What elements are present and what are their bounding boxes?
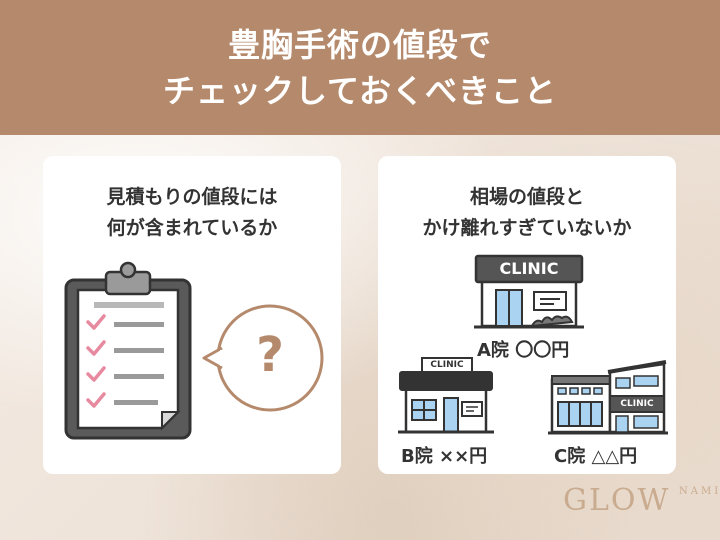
clinic-b-building-icon [398, 357, 494, 434]
estimate-card-title-line-2: 何が含まれているか [106, 217, 278, 239]
price-range-card-title-line-2: かけ離れすぎていないか [422, 217, 632, 239]
header-banner: 豊胸手術の値段で チェックしておくべきこと [0, 0, 720, 135]
logo-sub-text: NAMI [679, 486, 720, 497]
clinic-c-building-icon [548, 360, 668, 435]
clinic-b-price-label: B院 ××円 [401, 446, 488, 467]
speech-bubble-icon [202, 304, 324, 412]
logo-main-text: GLOW [563, 483, 671, 518]
page-title-line-1: 豊胸手術の値段で [227, 25, 492, 64]
estimate-card-title-line-1: 見積もりの値段には [106, 186, 278, 208]
clinic-c-price-label: C院 △△円 [554, 446, 638, 467]
clinic-a-sign-text: CLINIC [499, 259, 559, 278]
clinic-a-building-icon [474, 254, 584, 329]
page-title-line-2: チェックしておくべきこと [162, 71, 558, 110]
clinic-a-price-label: A院 〇〇円 [477, 340, 570, 361]
price-range-card-title-line-1: 相場の値段と [469, 186, 584, 208]
clinic-b-sign-text: CLINIC [430, 360, 464, 370]
clipboard-checklist-icon [64, 261, 192, 440]
question-mark-icon: ? [256, 327, 284, 383]
price-range-card-title: 相場の値段と かけ離れすぎていないか [378, 182, 676, 244]
clinic-c-sign-text: CLINIC [620, 399, 654, 409]
glow-nami-logo: GLOW NAMI [563, 483, 718, 518]
estimate-card-title: 見積もりの値段には 何が含まれているか [43, 182, 341, 244]
